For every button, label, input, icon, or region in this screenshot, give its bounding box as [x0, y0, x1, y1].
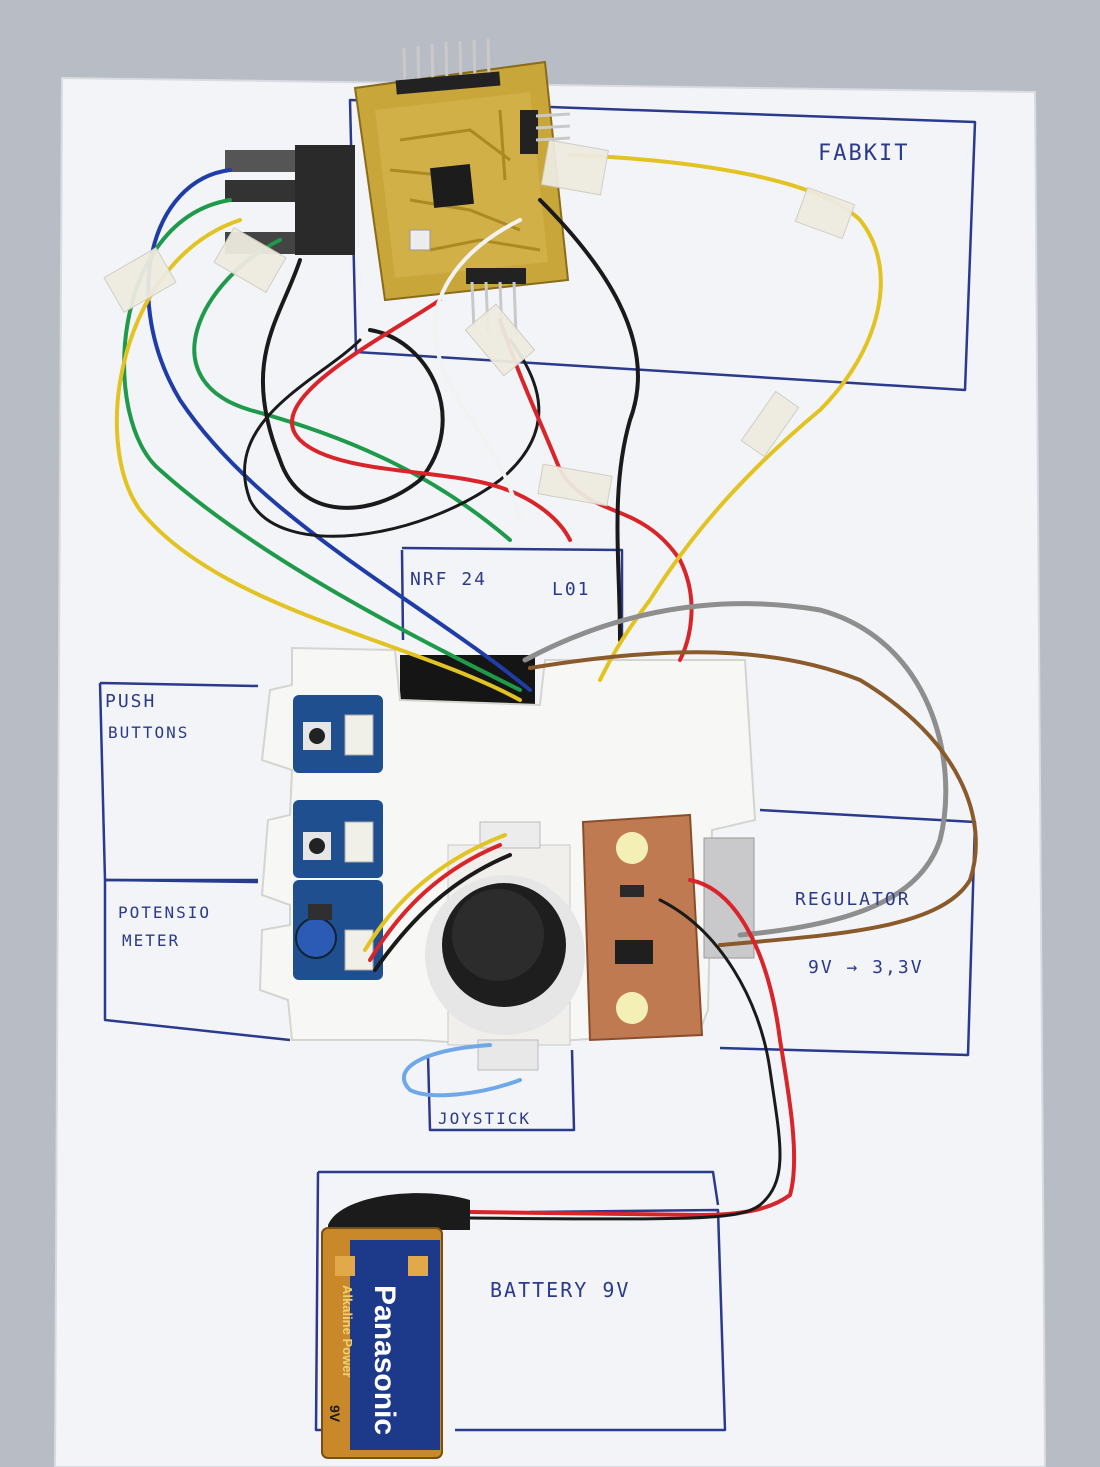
label-fabkit: FABKIT [818, 141, 909, 166]
hand-drawn-boxes [98, 98, 977, 1432]
battery-voltage: 9V [327, 1405, 343, 1423]
microcontroller-chip [430, 164, 474, 208]
label-nrf-left: NRF 24 [410, 569, 487, 590]
push-button-module-1 [293, 695, 383, 773]
label-battery: BATTERY 9V [490, 1278, 630, 1302]
battery-brand-name: Panasonic [368, 1285, 401, 1435]
masking-tape-pieces [103, 139, 856, 507]
voltage-regulator-board [581, 813, 755, 1042]
label-push-line1: PUSH [105, 691, 156, 712]
label-potensio-line2: METER [122, 931, 180, 950]
battery-9v-icon [321, 1193, 470, 1459]
fabkit-pcb [225, 38, 571, 335]
label-regulator-line2: 9V → 3,3V [808, 957, 924, 978]
push-button-module-2 [293, 800, 383, 878]
joystick-module [425, 821, 585, 1071]
label-joystick: JOYSTICK [438, 1109, 531, 1128]
label-nrf-right: L01 [552, 579, 591, 600]
fabkit-box [348, 98, 977, 392]
regulator-box [719, 808, 977, 1057]
joystick-box [426, 1049, 576, 1132]
nrf-box [400, 546, 624, 641]
battery-subline: Alkaline Power [340, 1285, 355, 1377]
potentiometer-module [293, 880, 383, 980]
label-regulator-line1: REGULATOR [795, 889, 911, 910]
label-push-line2: BUTTONS [108, 723, 189, 742]
label-potensio-line1: POTENSIO [118, 903, 211, 922]
potensio-box [103, 878, 291, 1042]
